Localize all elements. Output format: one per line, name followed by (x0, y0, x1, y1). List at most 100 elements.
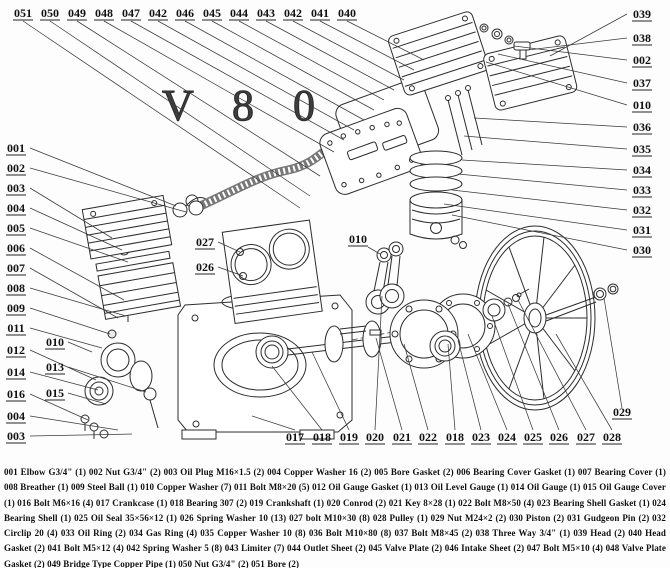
leader-line (29, 393, 89, 421)
callout-label: 007 (7, 261, 25, 275)
callout-label: 031 (633, 223, 651, 237)
leader-line (217, 241, 241, 253)
leader-line (367, 246, 381, 255)
callout-label: 006 (7, 241, 25, 255)
callout-label: 040 (338, 6, 356, 20)
callout-label: 039 (633, 7, 651, 21)
callout-label: 026 (550, 430, 568, 444)
callout-label: 044 (230, 6, 248, 20)
callout-label: 019 (340, 430, 358, 444)
callout-label: 043 (257, 6, 275, 20)
shaft-nuts-drawing (545, 283, 619, 322)
leader-line (374, 295, 383, 431)
leader-line (473, 117, 628, 128)
leader-line (29, 371, 99, 391)
model-title: V 8 0 (162, 81, 329, 130)
leader-line (29, 227, 129, 263)
leader-line (292, 20, 405, 81)
leader-line (457, 339, 482, 431)
callout-label: 050 (41, 6, 59, 20)
piston-drawing (409, 191, 467, 249)
callout-label: 003 (7, 429, 25, 443)
callout-label: 002 (7, 161, 25, 175)
leader-line (157, 20, 355, 131)
leader-line (67, 366, 147, 393)
conrod-drawing (365, 241, 405, 315)
callout-label: 005 (7, 221, 25, 235)
leader-line (467, 333, 508, 431)
callout-label: 004 (7, 409, 25, 423)
callout-label: 018 (446, 430, 464, 444)
leader-line (67, 341, 93, 353)
leader-line (447, 343, 456, 431)
leader-line (603, 297, 623, 409)
callout-label: 017 (286, 430, 304, 444)
head-right-drawing (388, 11, 489, 96)
leader-line (457, 173, 628, 191)
callout-label: 004 (7, 201, 25, 215)
callout-label: 020 (366, 430, 384, 444)
oil-gauge-parts-drawing (80, 233, 159, 439)
leader-line (265, 20, 395, 91)
callout-label: 049 (68, 6, 86, 20)
leader-line (451, 189, 628, 211)
callout-label: 016 (7, 387, 25, 401)
leader-line (22, 20, 301, 209)
leader-line (29, 147, 177, 207)
callout-label: 001 (7, 141, 25, 155)
three-way-fitting-drawing (479, 23, 531, 60)
callout-label: 024 (498, 430, 516, 444)
callout-label: 038 (633, 31, 651, 45)
callout-label: 013 (46, 360, 64, 374)
callout-label: 035 (633, 142, 651, 156)
callout-label: 012 (7, 343, 25, 357)
valve-plate-stack-drawing (319, 78, 440, 195)
callout-label: 045 (203, 6, 221, 20)
leader-line (549, 13, 628, 57)
leader-line (29, 187, 113, 239)
callout-label: 028 (603, 430, 621, 444)
leader-line (403, 343, 429, 431)
leader-line (319, 20, 415, 71)
callout-label: 002 (633, 53, 651, 67)
leader-line (29, 247, 125, 301)
block-bolt-icon (236, 248, 244, 256)
long-bolts-drawing (445, 85, 483, 156)
leader-line (346, 20, 425, 61)
leader-line (443, 203, 628, 231)
callout-label: 027 (577, 430, 595, 444)
callout-label: 009 (7, 301, 25, 315)
callout-label: 042 (284, 6, 302, 20)
leader-line (49, 20, 311, 197)
callout-label: 011 (7, 321, 24, 335)
leader-line (103, 20, 335, 153)
callout-label: 042 (149, 6, 167, 20)
leader-line (29, 349, 97, 381)
block-washer-icon (239, 272, 247, 280)
leader-line (497, 53, 628, 84)
piston-rings-drawing (409, 150, 463, 192)
leader-line (29, 287, 127, 317)
callout-label: 034 (633, 163, 651, 177)
leader-line (184, 20, 365, 121)
leader-line (527, 37, 628, 51)
callout-label: 030 (633, 243, 651, 257)
flywheel-drawing (474, 225, 596, 411)
leader-line (130, 20, 345, 141)
callout-label: 037 (633, 76, 651, 90)
callout-label: 033 (633, 183, 651, 197)
leader-line (29, 327, 103, 349)
callout-label: 008 (7, 281, 25, 295)
leader-line (29, 307, 111, 335)
callout-label: 023 (472, 430, 490, 444)
bearings-drawing (255, 330, 461, 369)
leader-line (238, 20, 385, 101)
callout-label: 048 (95, 6, 113, 20)
leader-line (463, 135, 628, 150)
leader-line (29, 415, 119, 431)
callout-label: 015 (46, 386, 64, 400)
cylinder-block-drawing (221, 219, 323, 324)
callout-label: 046 (176, 6, 194, 20)
